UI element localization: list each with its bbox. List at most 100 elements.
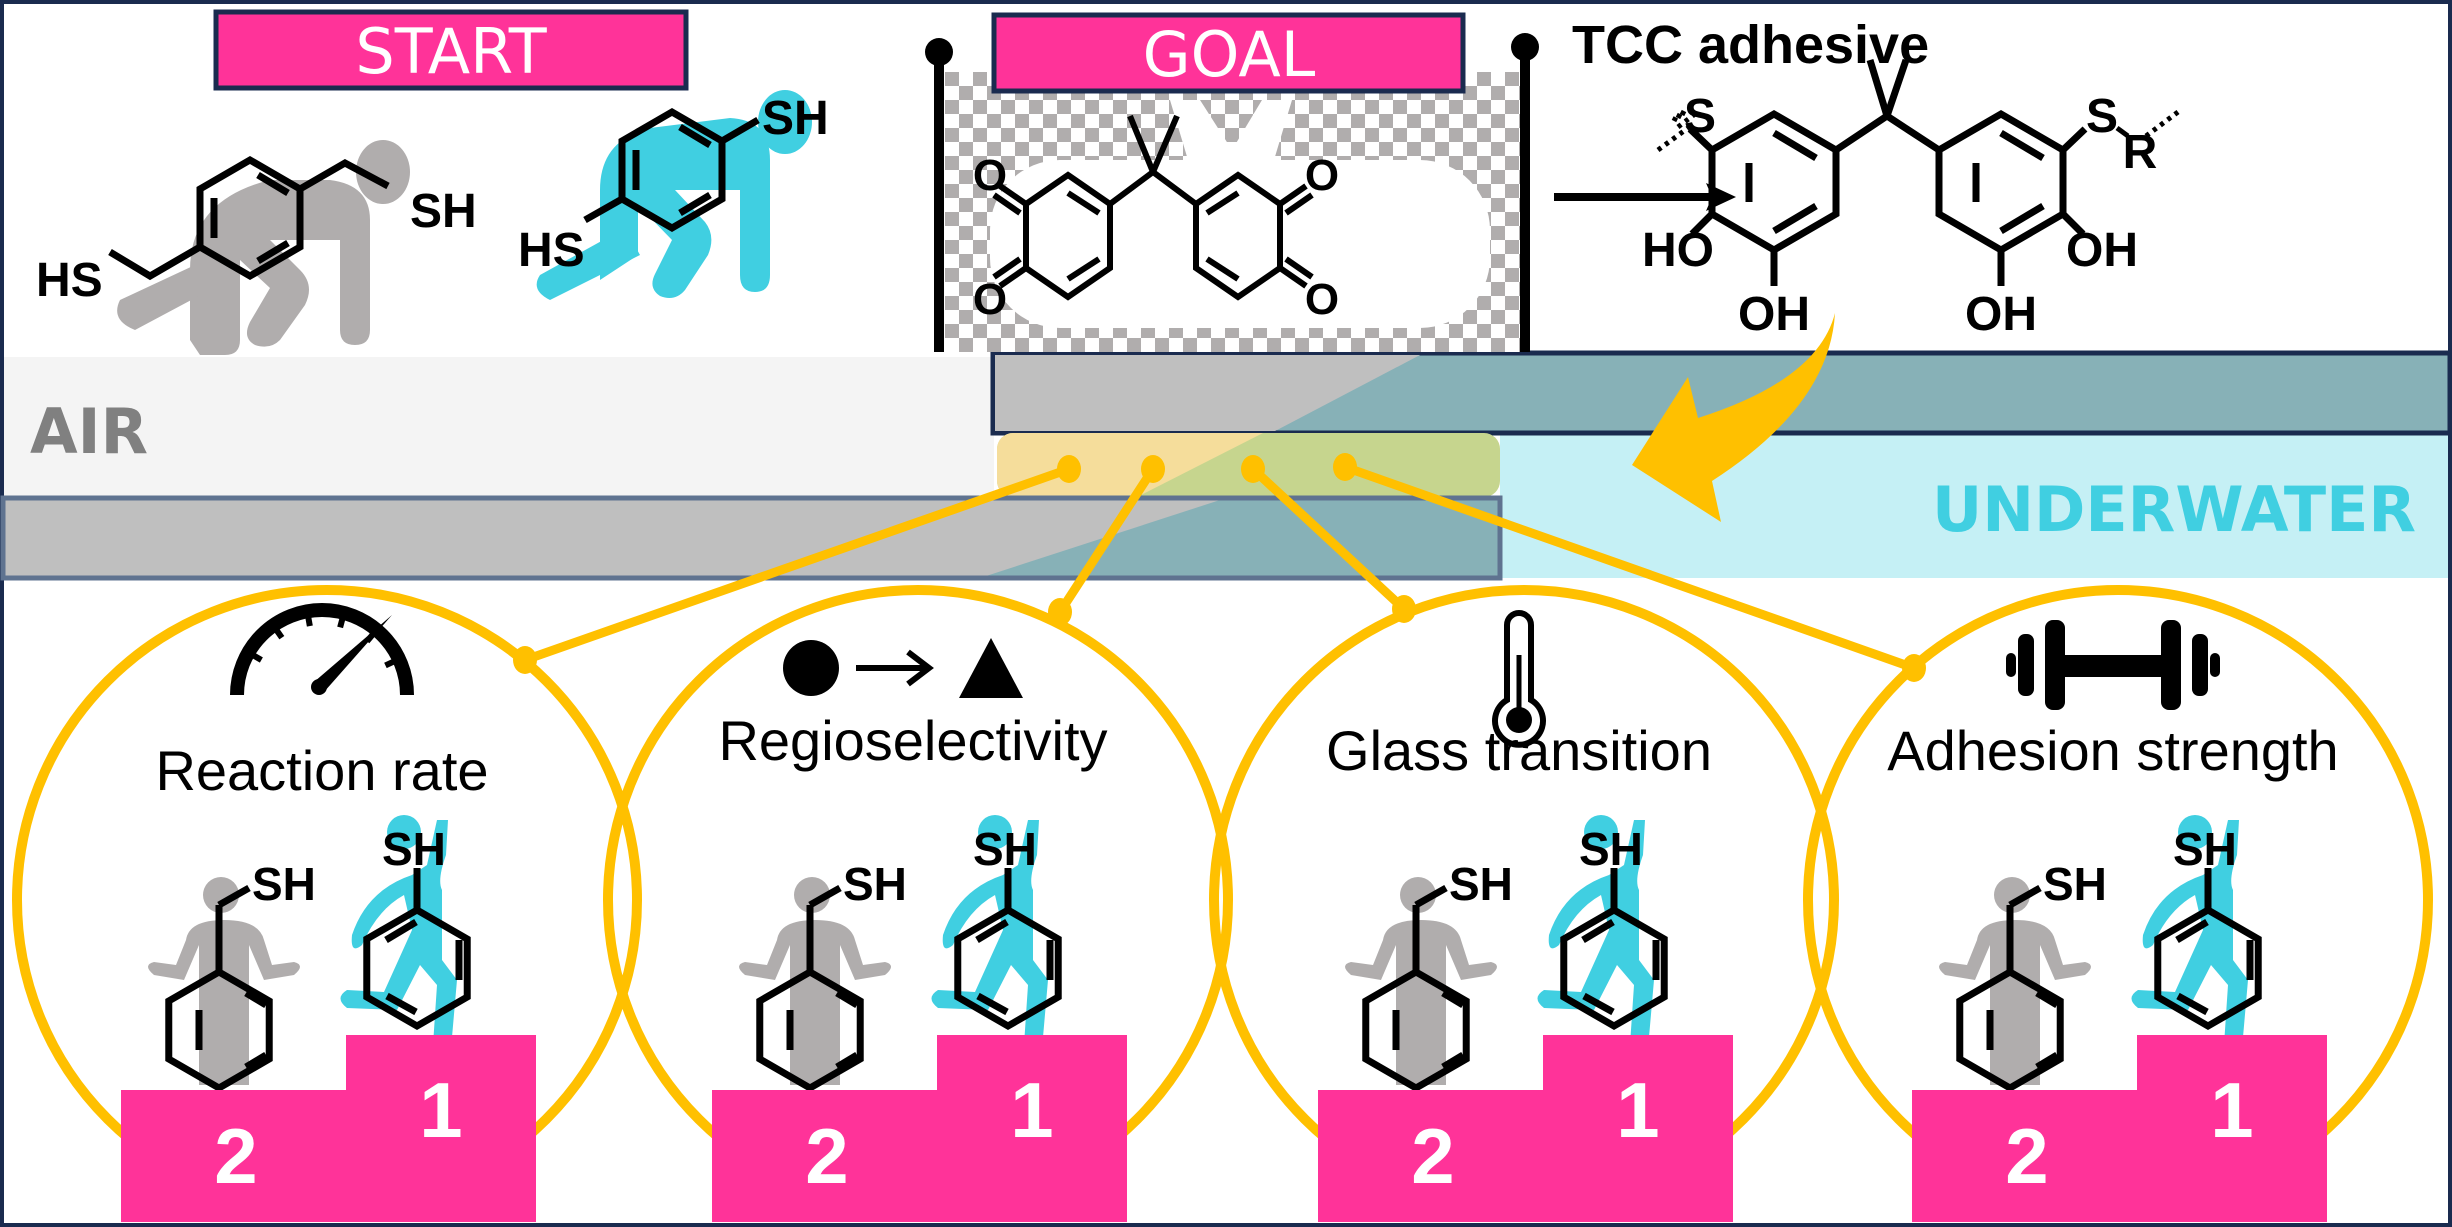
atom-label: S xyxy=(1684,90,1716,143)
podium: 21 xyxy=(712,1035,1127,1222)
benzyl-thiol-molecule: SH xyxy=(756,858,907,1093)
environment-bands: AIR UNDERWATER xyxy=(0,350,2452,581)
atom-label: R xyxy=(2123,126,2158,179)
start-section: START HS SH xyxy=(36,9,829,355)
podium-first-number: 1 xyxy=(2210,1066,2253,1154)
podium: 21 xyxy=(121,1035,536,1222)
podium-second xyxy=(1318,1090,1548,1222)
atom-label: O xyxy=(973,275,1007,324)
atom-label: SH xyxy=(1449,858,1513,910)
thermometer-icon xyxy=(1492,610,1546,748)
runner-cyan-figure xyxy=(2131,815,2248,1066)
connector-regioselectivity xyxy=(1048,455,1165,626)
atom-label: O xyxy=(973,151,1007,200)
adhesive-dot xyxy=(1141,455,1165,483)
goal-post-right xyxy=(1511,33,1539,352)
bottom-substrate xyxy=(0,495,1503,581)
podium-second-number: 2 xyxy=(214,1112,257,1200)
runner-grey-figure xyxy=(1939,877,2091,1085)
rim-dot xyxy=(513,646,537,674)
podium-first-number: 1 xyxy=(1616,1066,1659,1154)
runner-cyan-figure xyxy=(340,815,457,1066)
start-molecule-benzyl-dithiol: HS SH xyxy=(36,140,477,355)
air-label: AIR xyxy=(30,395,148,468)
runner-cyan-figure xyxy=(1537,815,1654,1066)
podium-second-number: 2 xyxy=(2005,1112,2048,1200)
criterion-label: Glass transition xyxy=(1326,719,1712,782)
atom-label: O xyxy=(1305,275,1339,324)
atom-label: OH xyxy=(2066,224,2138,277)
thiophenol-molecule: SH xyxy=(363,823,471,1031)
start-label-box xyxy=(213,9,689,91)
runner-grey-figure xyxy=(1345,877,1497,1085)
benzyl-thiol-molecule: SH xyxy=(1956,858,2107,1093)
benzyl-thiol-molecule: SH xyxy=(1362,858,1513,1093)
podium-first-number: 1 xyxy=(1010,1066,1053,1154)
dumbbell-icon xyxy=(2006,620,2220,710)
atom-label: O xyxy=(1305,151,1339,200)
adhesive-dot xyxy=(1057,455,1081,483)
atom-label: SH xyxy=(410,185,477,238)
connector-glass-transition xyxy=(1241,455,1416,623)
air-zone xyxy=(4,357,994,500)
atom-label: SH xyxy=(843,858,907,910)
atom-label: S xyxy=(2086,90,2118,143)
runner-grey-figure xyxy=(117,140,410,355)
podium: 21 xyxy=(1318,1035,1733,1222)
podium-second xyxy=(712,1090,942,1222)
runner-cyan-figure xyxy=(931,815,1048,1066)
curved-arrow-icon xyxy=(1632,313,1835,522)
connectors xyxy=(513,453,1926,682)
benzyl-thiol-molecule: SH xyxy=(165,858,316,1093)
atom-label: SH xyxy=(973,823,1037,875)
atom-label: HS xyxy=(36,254,103,307)
thiophenol-molecule: SH xyxy=(954,823,1062,1031)
start-label: START xyxy=(355,15,547,88)
atom-label: HO xyxy=(1642,224,1714,277)
bis-quinone-molecule: O O O O xyxy=(973,114,1339,324)
podium-second xyxy=(121,1090,351,1222)
speedometer-icon xyxy=(230,603,414,696)
podium-first-number: 1 xyxy=(419,1066,462,1154)
runner-grey-figure xyxy=(148,877,300,1085)
atom-label: SH xyxy=(382,823,446,875)
podium-second xyxy=(1912,1090,2142,1222)
atom-label: HS xyxy=(518,224,585,277)
atom-label: SH xyxy=(762,92,829,145)
podium-second-number: 2 xyxy=(1411,1112,1454,1200)
atom-label: SH xyxy=(1579,823,1643,875)
atom-label: SH xyxy=(2173,823,2237,875)
goal-label: GOAL xyxy=(1143,18,1316,91)
criterion-label: Regioselectivity xyxy=(718,709,1107,772)
product-title: TCC adhesive xyxy=(1572,15,1929,75)
criterion-label: Adhesion strength xyxy=(1887,719,2338,782)
start-molecule-aryl-dithiol: SH HS xyxy=(518,90,829,300)
product-section: TCC adhesive S xyxy=(1572,15,2180,341)
criteria-panels: Reaction rateSHSH21RegioselectivitySHSH2… xyxy=(12,585,2433,1222)
rim-dot xyxy=(1048,598,1072,626)
podium-first xyxy=(346,1035,536,1222)
runner-grey-figure xyxy=(739,877,891,1085)
thiophenol-molecule: SH xyxy=(1560,823,1668,1031)
podium-first xyxy=(2137,1035,2327,1222)
circle-to-triangle-icon xyxy=(783,638,1023,698)
goal-post-left xyxy=(925,38,953,352)
rim-dot xyxy=(1902,654,1926,682)
podium-first xyxy=(937,1035,1127,1222)
atom-label: SH xyxy=(252,858,316,910)
atom-label: SH xyxy=(2043,858,2107,910)
connector-adhesion-strength xyxy=(1333,453,1926,682)
atom-label: OH xyxy=(1965,288,2037,341)
criterion-label: Reaction rate xyxy=(155,739,488,802)
tcc-molecule: S S R HO OH OH OH xyxy=(1642,58,2180,341)
goal-label-box xyxy=(991,12,1466,94)
connector-reaction-rate xyxy=(513,455,1081,674)
adhesive-dot xyxy=(1333,453,1357,481)
adhesive-dot xyxy=(1241,455,1265,483)
podium: 21 xyxy=(1912,1035,2327,1222)
goal-section: O O O O GOAL xyxy=(925,12,1539,352)
